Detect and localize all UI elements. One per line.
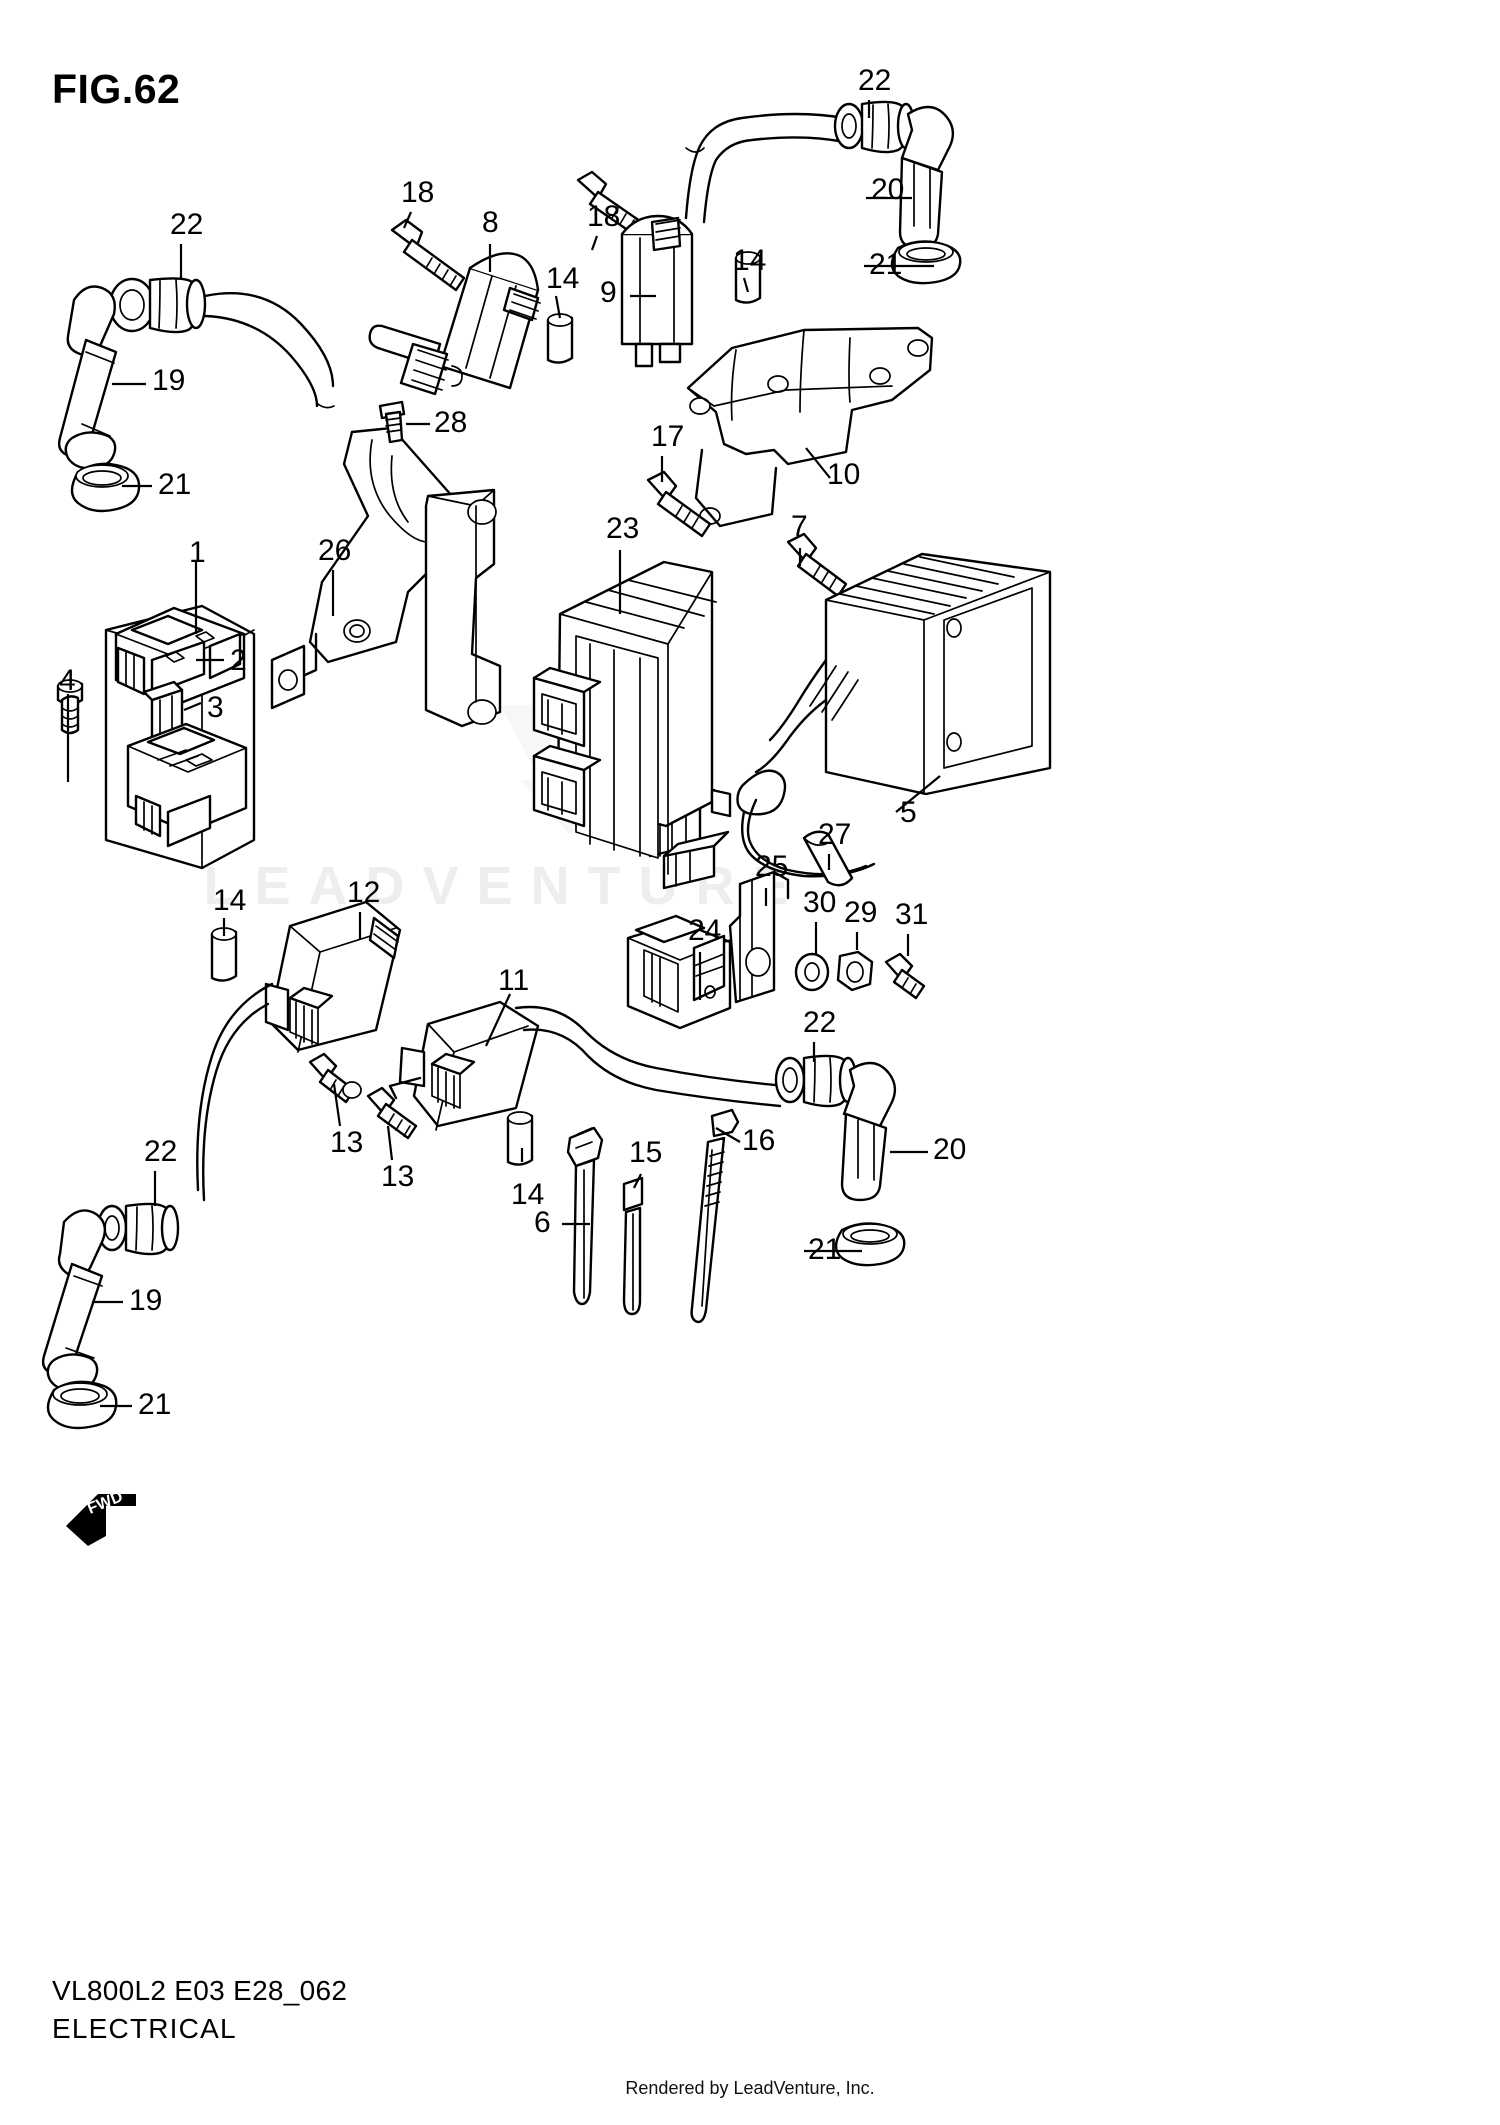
part-24-relay bbox=[628, 916, 730, 1028]
part-5-regulator-rectifier bbox=[650, 554, 1050, 888]
part-2-starter-relay bbox=[116, 608, 244, 704]
part-21-seal-br bbox=[836, 1223, 904, 1265]
callout-8: 8 bbox=[482, 206, 499, 239]
callout-12: 12 bbox=[347, 876, 381, 909]
callout-29: 29 bbox=[844, 896, 878, 929]
part-21-seal-bl bbox=[48, 1382, 116, 1428]
callout-28: 28 bbox=[434, 406, 468, 439]
callout-14-c: 14 bbox=[213, 884, 247, 917]
callout-18-a: 18 bbox=[401, 176, 435, 209]
callout-4: 4 bbox=[59, 664, 76, 697]
part-19-plug-cap-bl bbox=[43, 1210, 105, 1390]
part-20-plug-cap-tr bbox=[900, 107, 953, 248]
callout-20-b: 20 bbox=[933, 1133, 967, 1166]
part-25-relay-bracket bbox=[730, 872, 788, 1002]
callout-21-b: 21 bbox=[869, 248, 903, 281]
part-14-spacer-d bbox=[508, 1112, 532, 1165]
callout-21-a: 21 bbox=[158, 468, 192, 501]
callout-5: 5 bbox=[900, 796, 917, 829]
callout-22-c: 22 bbox=[144, 1135, 178, 1168]
callout-19-a: 19 bbox=[152, 364, 186, 397]
callout-20-a: 20 bbox=[871, 173, 905, 206]
callout-13-b: 13 bbox=[381, 1160, 415, 1193]
part-17-bolt bbox=[648, 472, 710, 536]
part-19-plug-cap-tl bbox=[59, 287, 116, 469]
part-22-grommet-tl bbox=[110, 278, 334, 407]
part-23-cdi-unit bbox=[534, 562, 730, 874]
figure-title: FIG.62 bbox=[52, 66, 181, 112]
part-4-grommet-bolt bbox=[58, 680, 82, 733]
callout-14-d: 14 bbox=[511, 1178, 545, 1211]
part-18-bolt-a bbox=[392, 220, 464, 290]
part-16-cable-tie-long bbox=[692, 1110, 738, 1322]
callout-24: 24 bbox=[688, 914, 722, 947]
callout-3: 3 bbox=[207, 691, 224, 724]
part-30-washer bbox=[796, 954, 828, 990]
callout-26: 26 bbox=[318, 534, 352, 567]
part-11-ignition-coil bbox=[390, 1002, 786, 1130]
part-8-ignition-coil bbox=[370, 253, 540, 394]
callout-16: 16 bbox=[742, 1124, 776, 1157]
callout-22-d: 22 bbox=[803, 1006, 837, 1039]
part-6-cable-tie bbox=[568, 1128, 602, 1304]
part-relay-lower bbox=[128, 724, 246, 846]
rendered-by-credit: Rendered by LeadVenture, Inc. bbox=[625, 2078, 875, 2098]
fwd-orientation-marker: FWD bbox=[66, 1490, 136, 1546]
part-26-cdi-bracket bbox=[272, 428, 500, 726]
callout-1: 1 bbox=[189, 536, 206, 569]
callout-2: 2 bbox=[230, 644, 247, 677]
callout-7: 7 bbox=[791, 510, 808, 543]
callout-9: 9 bbox=[600, 276, 617, 309]
part-21-seal-tr bbox=[892, 241, 960, 283]
callout-13-a: 13 bbox=[330, 1126, 364, 1159]
callout-23: 23 bbox=[606, 512, 640, 545]
section-name: ELECTRICAL bbox=[52, 2013, 237, 2044]
part-29-nut bbox=[838, 952, 872, 990]
callout-15: 15 bbox=[629, 1136, 663, 1169]
part-20-plug-cap-br bbox=[842, 1063, 895, 1200]
part-13-bolt-a bbox=[310, 1054, 361, 1102]
part-12-ignition-coil bbox=[197, 902, 400, 1200]
part-22-grommet-bl bbox=[98, 1204, 178, 1254]
callout-14-b: 14 bbox=[733, 244, 767, 277]
callout-11: 11 bbox=[498, 964, 530, 997]
part-15-band-clamp bbox=[624, 1178, 642, 1314]
callout-14-a: 14 bbox=[546, 262, 580, 295]
callout-22-b: 22 bbox=[858, 64, 892, 97]
part-21-seal-tl bbox=[72, 464, 139, 511]
model-code: VL800L2 E03 E28_062 bbox=[52, 1975, 348, 2006]
part-28-screw bbox=[380, 402, 404, 442]
callout-27: 27 bbox=[818, 818, 852, 851]
callout-21-c: 21 bbox=[138, 1388, 172, 1421]
callout-19-b: 19 bbox=[129, 1284, 163, 1317]
callout-21-d: 21 bbox=[808, 1233, 842, 1266]
part-13-bolt-b bbox=[368, 1088, 416, 1138]
callout-30: 30 bbox=[803, 886, 837, 919]
part-9-ignition-coil bbox=[622, 114, 844, 366]
part-14-spacer-b bbox=[736, 252, 760, 303]
callout-25: 25 bbox=[755, 850, 789, 883]
part-14-spacer-a bbox=[548, 314, 572, 363]
part-31-bolt bbox=[886, 954, 924, 998]
callout-31: 31 bbox=[895, 898, 929, 931]
callout-22-a: 22 bbox=[170, 208, 204, 241]
callout-6: 6 bbox=[534, 1206, 551, 1239]
callout-10: 10 bbox=[827, 458, 861, 491]
callout-18-b: 18 bbox=[587, 200, 621, 233]
callout-17: 17 bbox=[651, 420, 685, 453]
